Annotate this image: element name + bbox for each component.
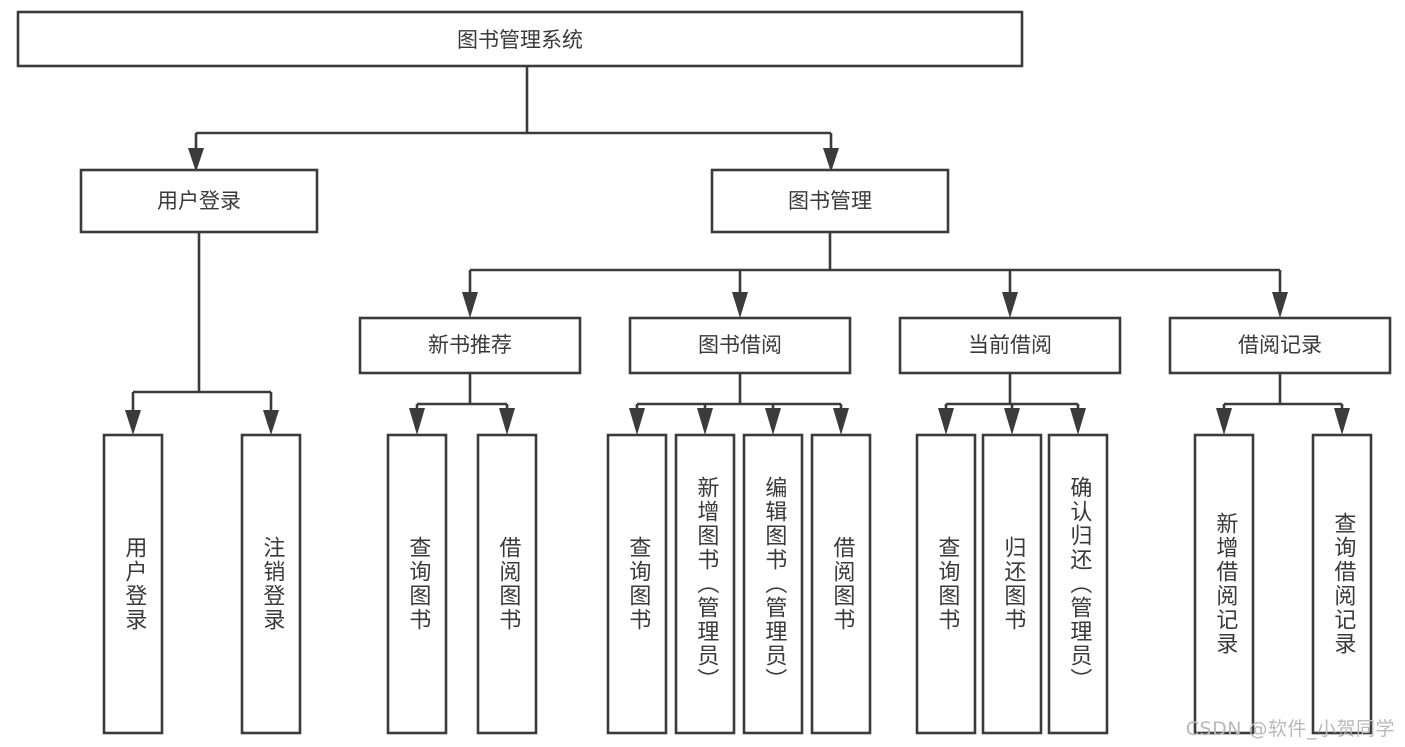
arrow-head-icon bbox=[833, 408, 849, 435]
leaf-box-logout[interactable] bbox=[240, 433, 302, 735]
leaf-box-add-book-admin[interactable] bbox=[674, 433, 736, 735]
leaf-box-borrow-book-2[interactable] bbox=[810, 433, 872, 735]
node-current-borrow-label: 当前借阅 bbox=[968, 333, 1052, 357]
arrow-head-icon bbox=[188, 148, 204, 172]
connector-current-borrow-to-leaves bbox=[938, 373, 1086, 435]
node-root-box[interactable] bbox=[16, 10, 1024, 68]
node-user-login-box[interactable] bbox=[79, 168, 319, 234]
arrow-head-icon bbox=[1334, 408, 1350, 435]
arrow-head-icon bbox=[1002, 292, 1018, 318]
node-user-login[interactable]: 用户登录 bbox=[79, 168, 319, 234]
watermark-text: CSDN @软件_小贺同学 bbox=[1185, 718, 1395, 740]
connector-root-to-level2 bbox=[188, 66, 839, 172]
connector-user-login-to-leaves bbox=[125, 232, 279, 435]
leaf-box-query-book-2[interactable] bbox=[606, 433, 668, 735]
node-current-borrow-box[interactable] bbox=[898, 316, 1122, 375]
node-new-book-recommend-label: 新书推荐 bbox=[428, 333, 512, 357]
node-new-book-recommend[interactable]: 新书推荐 bbox=[358, 316, 582, 375]
arrow-head-icon bbox=[697, 408, 713, 435]
node-borrow-record[interactable]: 借阅记录 bbox=[1168, 316, 1392, 375]
node-book-borrow-label: 图书借阅 bbox=[698, 333, 782, 357]
node-root-label: 图书管理系统 bbox=[457, 28, 583, 52]
node-book-borrow[interactable]: 图书借阅 bbox=[628, 316, 852, 375]
node-current-borrow[interactable]: 当前借阅 bbox=[898, 316, 1122, 375]
leaf-box-return-book[interactable] bbox=[981, 433, 1043, 735]
leaf-box-add-borrow-record[interactable] bbox=[1193, 433, 1255, 735]
arrow-head-icon bbox=[125, 410, 141, 435]
leaf-box-query-borrow-record[interactable] bbox=[1311, 433, 1373, 735]
node-borrow-record-label: 借阅记录 bbox=[1238, 333, 1322, 357]
arrow-head-icon bbox=[462, 292, 478, 318]
arrow-head-icon bbox=[938, 408, 954, 435]
arrow-head-icon bbox=[1216, 408, 1232, 435]
node-user-login-label: 用户登录 bbox=[157, 189, 241, 213]
arrow-head-icon bbox=[823, 148, 839, 172]
leaf-box-user-login[interactable] bbox=[102, 433, 164, 735]
arrow-head-icon bbox=[1070, 408, 1086, 435]
connector-borrow-record-to-leaves bbox=[1216, 373, 1350, 435]
arrow-head-icon bbox=[1004, 408, 1020, 435]
arrow-head-icon bbox=[409, 408, 425, 435]
leaf-box-confirm-return-admin[interactable] bbox=[1047, 433, 1109, 735]
arrow-head-icon bbox=[499, 408, 515, 435]
connector-book-borrow-to-leaves bbox=[629, 373, 849, 435]
leaf-box-borrow-book-1[interactable] bbox=[476, 433, 538, 735]
node-book-management[interactable]: 图书管理 bbox=[710, 168, 950, 234]
leaf-box-query-book-3[interactable] bbox=[915, 433, 977, 735]
arrow-head-icon bbox=[765, 408, 781, 435]
leaf-boxes bbox=[102, 433, 1373, 735]
connector-book-management-to-level3 bbox=[462, 232, 1288, 318]
leaf-box-edit-book-admin[interactable] bbox=[742, 433, 804, 735]
node-root[interactable]: 图书管理系统 bbox=[16, 10, 1024, 68]
node-new-book-recommend-box[interactable] bbox=[358, 316, 582, 375]
arrow-head-icon bbox=[629, 408, 645, 435]
leaf-box-query-book-1[interactable] bbox=[386, 433, 448, 735]
connector-new-book-recommend-to-leaves bbox=[409, 373, 515, 435]
node-book-management-label: 图书管理 bbox=[788, 189, 872, 213]
arrow-head-icon bbox=[1272, 292, 1288, 318]
arrow-head-icon bbox=[263, 410, 279, 435]
arrow-head-icon bbox=[732, 292, 748, 318]
